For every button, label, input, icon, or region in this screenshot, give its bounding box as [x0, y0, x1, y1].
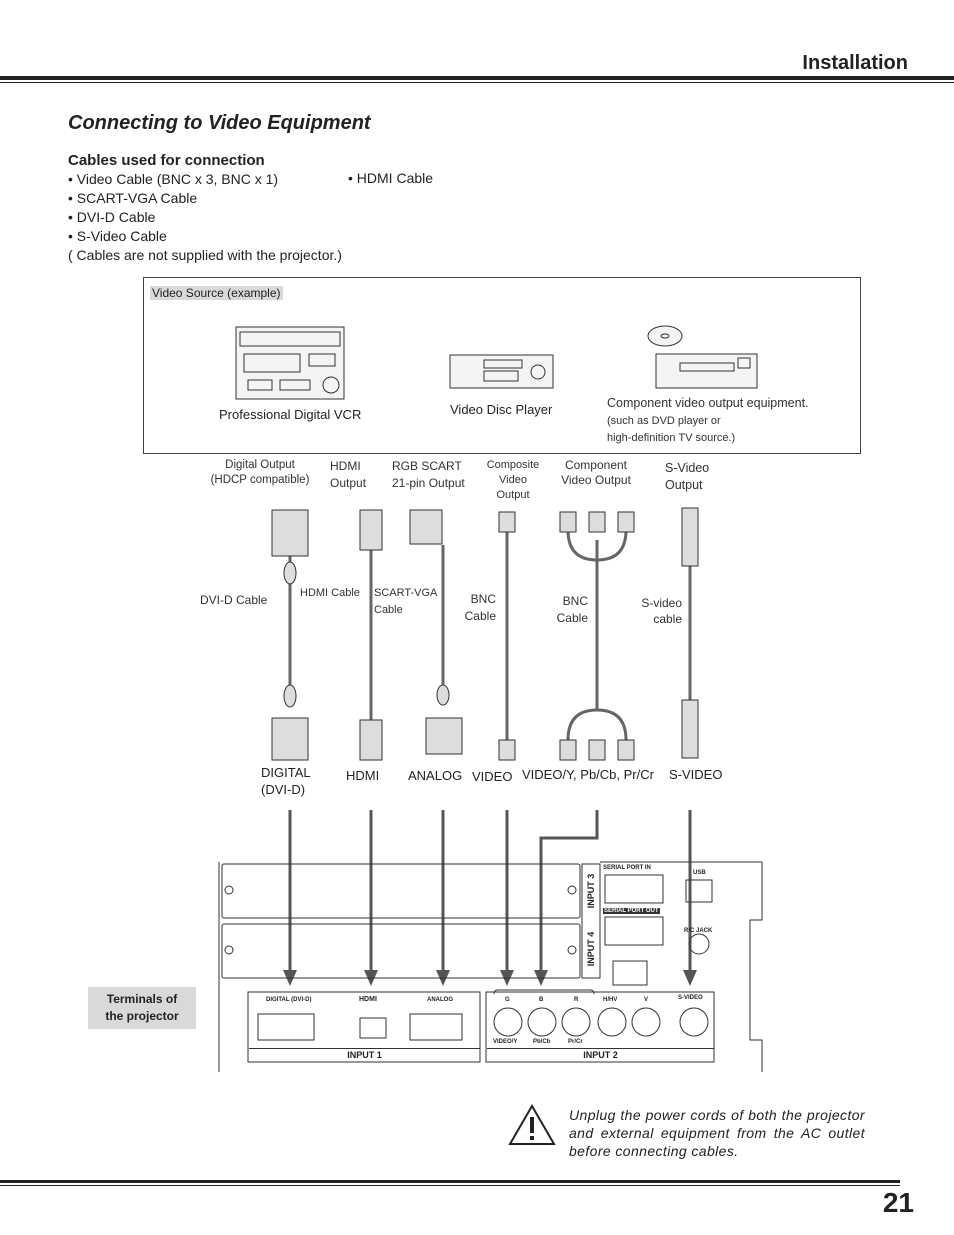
- component-output-line1: Component: [564, 458, 628, 472]
- component-sub1: (such as DVD player or: [607, 415, 721, 427]
- panel-input2-label: INPUT 2: [487, 1048, 714, 1062]
- rgb-output-label: RGB SCART 21-pin Output: [392, 458, 465, 492]
- terminals-tag: Terminals of the projector: [88, 987, 196, 1029]
- component-output-line2: Video Output: [561, 473, 631, 487]
- scart-cable-line1: SCART-VGA: [374, 587, 438, 599]
- hdmi-output-label: HDMI Output: [330, 458, 366, 492]
- input-svideo-label: S-VIDEO: [669, 767, 723, 782]
- warning-icon: [508, 1104, 556, 1145]
- input3-label: INPUT 3: [583, 868, 599, 918]
- cable-item: • SCART-VGA Cable: [68, 190, 198, 206]
- disc-player-illustration: [449, 354, 554, 389]
- panel-r-label: R: [574, 997, 579, 1003]
- input-hdmi-label: HDMI: [346, 768, 380, 783]
- terminals-line1: Terminals of: [106, 992, 178, 1006]
- input-video-label: VIDEO: [472, 769, 513, 784]
- scart-cable-label: SCART-VGA Cable: [374, 585, 437, 619]
- svideo-cable-line2: cable: [653, 612, 682, 626]
- bnc-cable-line2: Cable: [464, 609, 496, 623]
- panel-g-label: G: [505, 997, 510, 1003]
- video-source-box: [143, 277, 861, 454]
- digital-output-line1: Digital Output: [225, 459, 295, 471]
- svideo-output-line2: Output: [665, 478, 703, 492]
- panel-hdmi-logo: HDMI: [359, 996, 377, 1003]
- projector-panel: [218, 861, 763, 1072]
- input-digital-label: DIGITAL (DVI-D): [261, 764, 311, 798]
- bnc3-cable-line2: Cable: [556, 611, 588, 625]
- footer-rule: [0, 1180, 900, 1183]
- serial-in-label: SERIAL PORT IN: [603, 865, 651, 871]
- vcr-label: Professional Digital VCR: [219, 407, 362, 422]
- input-analog-label: ANALOG: [408, 768, 463, 783]
- panel-prcr-label: Pr/Cr: [568, 1039, 583, 1045]
- serial-out-label: SERIAL PORT OUT: [603, 908, 660, 914]
- panel-b-label: B: [539, 997, 544, 1003]
- vcr-illustration: [235, 326, 345, 400]
- hdmi-output-line2: Output: [330, 476, 367, 490]
- composite-output-line3: Output: [496, 489, 530, 501]
- rgb-output-line1: RGB SCART: [392, 459, 462, 473]
- cables-heading: Cables used for connection: [68, 152, 265, 169]
- disc-label: Video Disc Player: [450, 402, 553, 417]
- digital-output-label: Digital Output (HDCP compatible): [205, 458, 315, 488]
- bnc-cable-label: BNC Cable: [462, 591, 496, 625]
- input-digital-line2: (DVI-D): [261, 782, 306, 797]
- input-component-label: VIDEO/Y, Pb/Cb, Pr/Cr: [522, 767, 654, 782]
- terminals-line2: the projector: [105, 1009, 179, 1023]
- svideo-output-line1: S-Video: [665, 461, 710, 475]
- scart-cable-line2: Cable: [374, 604, 403, 616]
- component-sub2: high-definition TV source.): [607, 432, 736, 444]
- svideo-output-label: S-Video Output: [665, 460, 709, 494]
- arrows: [283, 810, 697, 986]
- header-rule: [0, 76, 954, 80]
- dvid-cable-label: DVI-D Cable: [200, 593, 268, 607]
- rgb-output-line2: 21-pin Output: [392, 476, 465, 490]
- component-device-illustration: [647, 325, 758, 389]
- video-source-tag: Video Source (example): [150, 286, 283, 300]
- panel-digital-label: DIGITAL (DVI-D): [266, 997, 312, 1003]
- component-label: Component video output equipment.: [607, 396, 809, 410]
- bnc-cable-line1: BNC: [470, 592, 496, 606]
- page-number: 21: [882, 1187, 914, 1218]
- panel-hhv-label: H/HV: [603, 997, 618, 1003]
- digital-output-line2: (HDCP compatible): [210, 474, 310, 486]
- section-title: Installation: [802, 52, 908, 74]
- hdmi-output-line1: HDMI: [330, 459, 361, 473]
- hdmi-cable-label: HDMI Cable: [300, 587, 360, 599]
- panel-analog-label: ANALOG: [427, 997, 453, 1003]
- cable-item: • Video Cable (BNC x 3, BNC x 1): [68, 171, 279, 187]
- input-digital-line1: DIGITAL: [261, 765, 311, 780]
- cable-item: • S-Video Cable: [68, 228, 167, 244]
- cable-connectors: [271, 507, 699, 761]
- page-title: Connecting to Video Equipment: [68, 112, 371, 134]
- composite-output-line1: Composite: [486, 459, 540, 471]
- input4-label: INPUT 4: [583, 926, 599, 976]
- bnc3-cable-line1: BNC: [562, 594, 588, 608]
- cables-list: • Video Cable (BNC x 3, BNC x 1) • SCART…: [68, 170, 342, 265]
- svideo-cable-label: S-video cable: [638, 595, 682, 627]
- bnc3-cable-label: BNC Cable: [554, 593, 588, 627]
- composite-output-line2: Video: [499, 474, 527, 486]
- cable-item: • DVI-D Cable: [68, 209, 156, 225]
- header-rule-thin: [0, 82, 954, 83]
- panel-pbcb-label: Pb/Cb: [533, 1039, 551, 1045]
- panel-v-label: V: [644, 997, 649, 1003]
- svideo-cable-line1: S-video: [641, 596, 682, 610]
- input4-text: INPUT 4: [586, 931, 596, 967]
- panel-input1-label: INPUT 1: [249, 1048, 480, 1062]
- input3-text: INPUT 3: [586, 873, 596, 909]
- composite-output-label: Composite Video Output: [483, 458, 543, 503]
- component-output-label: Component Video Output: [556, 458, 636, 488]
- panel-videoy-label: VIDEO/Y: [493, 1039, 518, 1045]
- cable-lines: [288, 529, 692, 741]
- usb-label: USB: [693, 870, 706, 876]
- cable-item-hdmi: • HDMI Cable: [348, 170, 434, 186]
- warning-text: Unplug the power cords of both the proje…: [569, 1107, 865, 1159]
- cables-note: ( Cables are not supplied with the proje…: [68, 247, 342, 263]
- rjack-label: R/C JACK: [684, 928, 713, 934]
- panel-svideo-label: S-VIDEO: [678, 995, 703, 1001]
- footer-rule-thin: [0, 1185, 900, 1186]
